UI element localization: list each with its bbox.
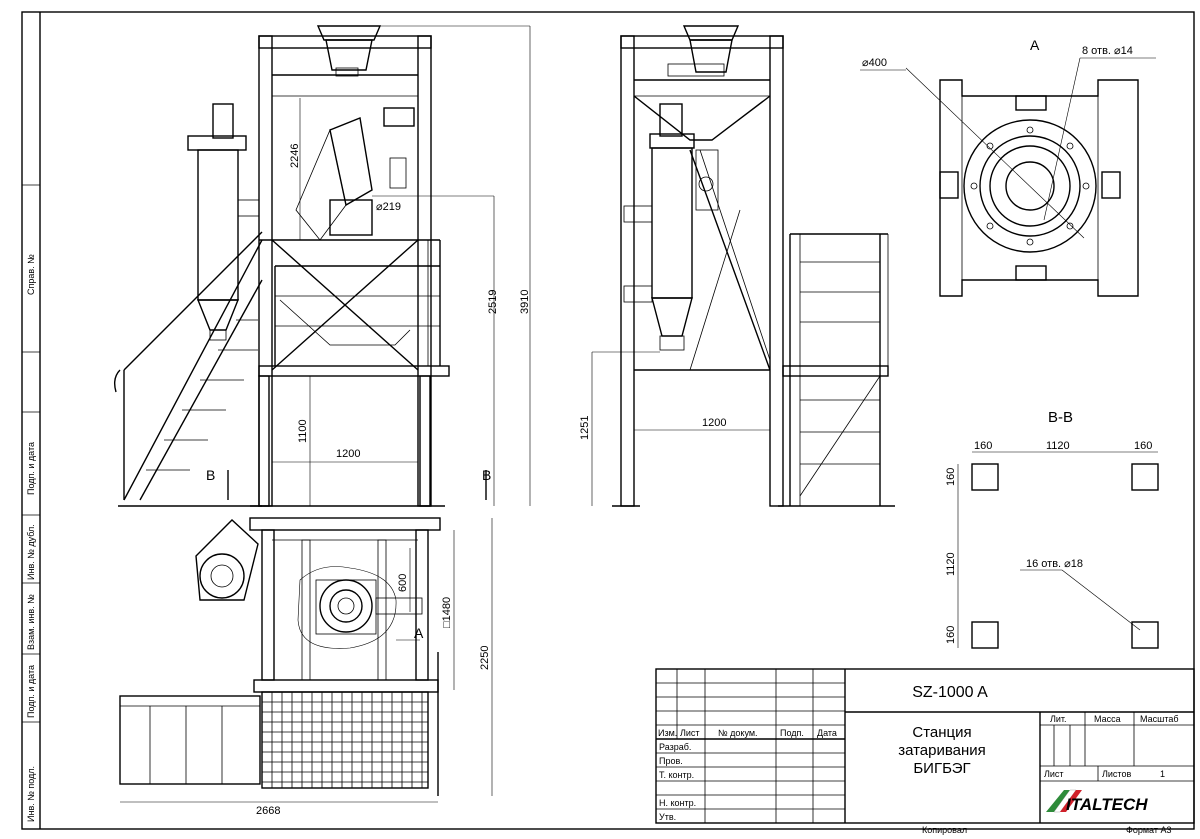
margin-label-podp1: Подп. и дата xyxy=(26,442,36,495)
tb-col-izm: Изм. xyxy=(658,728,677,738)
dim-2519: 2519 xyxy=(487,290,499,314)
title-block: Изм. Лист № докум. Подп. Дата Разраб. Пр… xyxy=(655,668,1195,835)
tb-col-list: Лист xyxy=(680,728,700,738)
section-bb-view: B-B 160 1120 160 160 1120 160 16 отв. ⌀1… xyxy=(945,409,1159,649)
tb-copied: Копировал xyxy=(922,825,967,835)
dim-8-holes: 8 отв. ⌀14 xyxy=(1082,45,1133,57)
side-margin: Справ. № Подп. и дата Инв. № дубл. Взам.… xyxy=(22,184,40,822)
plan-detail-ref: A xyxy=(414,625,424,641)
tb-mass: Масса xyxy=(1094,714,1121,724)
dim-2246: 2246 xyxy=(289,144,301,168)
dim-1251: 1251 xyxy=(579,416,591,440)
tb-col-doc: № докум. xyxy=(718,728,758,738)
margin-label-inv-dubl: Инв. № дубл. xyxy=(26,524,36,580)
tb-row-razrab: Разраб. xyxy=(659,742,691,752)
tb-row-tkontr: Т. контр. xyxy=(659,770,694,780)
side-view: 1251 1200 xyxy=(579,25,895,507)
sheet-frame xyxy=(21,11,1195,830)
dim-side-1200: 1200 xyxy=(702,417,726,429)
margin-label-inv-podl: Инв. № подл. xyxy=(26,766,36,822)
plan-view: 600 □1480 2250 2668 A xyxy=(119,517,493,817)
detail-a-label: A xyxy=(1030,37,1040,53)
tb-name-3: БИГБЭГ xyxy=(913,760,970,777)
tb-lit: Лит. xyxy=(1050,714,1067,724)
logo-text: ITALTECH xyxy=(1066,795,1148,814)
dim-2668: 2668 xyxy=(256,805,280,817)
margin-label-vzam: Взам. инв. № xyxy=(26,594,36,650)
dim-bb-160-left: 160 xyxy=(974,440,992,452)
dim-front-1200: 1200 xyxy=(336,448,360,460)
detail-a-view: A ⌀400 8 отв. ⌀14 xyxy=(860,37,1156,297)
dim-dia-219: ⌀219 xyxy=(376,201,401,213)
tb-format: Формат А3 xyxy=(1126,825,1171,835)
tb-row-nkontr: Н. контр. xyxy=(659,798,696,808)
tb-col-data: Дата xyxy=(817,728,837,738)
tb-scale: Масштаб xyxy=(1140,714,1179,724)
margin-label-spravno: Справ. № xyxy=(26,254,36,295)
tb-name-2: затаривания xyxy=(898,742,986,759)
dim-bb-16-holes: 16 отв. ⌀18 xyxy=(1026,558,1083,570)
dim-3910: 3910 xyxy=(519,290,531,314)
tb-sheet: Лист xyxy=(1044,769,1064,779)
dim-1100: 1100 xyxy=(297,419,309,443)
tb-row-utv: Утв. xyxy=(659,812,676,822)
logo-stripe-red xyxy=(1060,790,1082,812)
tb-sheets-value: 1 xyxy=(1160,769,1165,779)
section-bb-title: B-B xyxy=(1048,409,1073,426)
logo-stripe-green xyxy=(1046,790,1070,812)
tb-sheets: Листов xyxy=(1102,769,1131,779)
dim-bb-160-top: 160 xyxy=(945,468,957,486)
margin-label-podp2: Подп. и дата xyxy=(26,665,36,718)
dim-bb-1120-left: 1120 xyxy=(945,552,957,576)
dim-bb-160-bottom: 160 xyxy=(945,626,957,644)
front-view: 2246 2519 3910 1100 1200 ⌀219 B B xyxy=(113,25,531,507)
section-mark-right: B xyxy=(482,467,491,483)
dim-1480: □1480 xyxy=(441,597,453,628)
tb-code: SZ-1000 A xyxy=(912,684,988,701)
dim-dia-400: ⌀400 xyxy=(862,57,887,69)
section-mark-left: B xyxy=(206,467,215,483)
tb-name-1: Станция xyxy=(912,724,971,741)
dim-bb-1120-top: 1120 xyxy=(1046,440,1070,452)
dim-600: 600 xyxy=(397,574,409,592)
tb-row-prov: Пров. xyxy=(659,756,683,766)
dim-bb-160-right: 160 xyxy=(1134,440,1152,452)
dim-2250: 2250 xyxy=(479,646,491,670)
tb-col-podp: Подп. xyxy=(780,728,804,738)
